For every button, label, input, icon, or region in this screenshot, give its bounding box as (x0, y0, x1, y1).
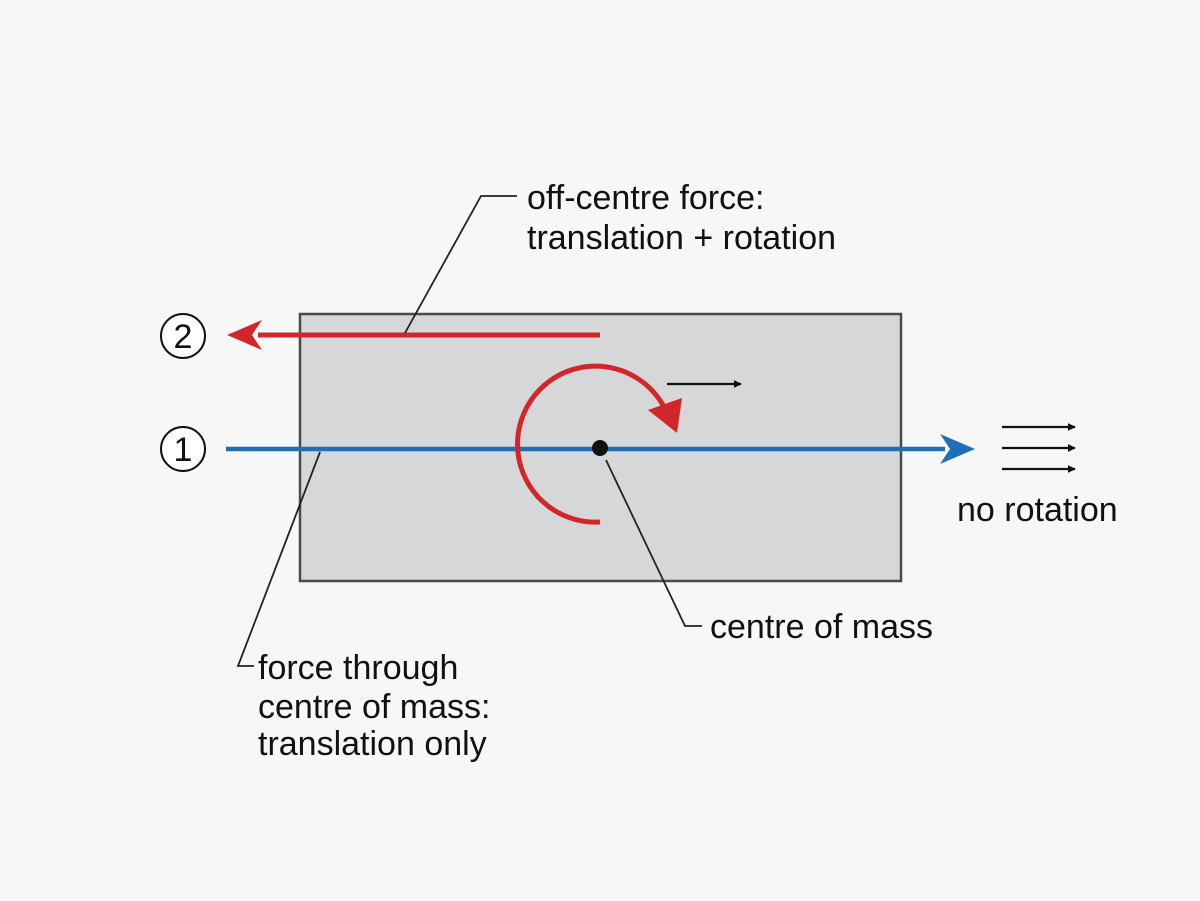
off-centre-label-line1: off-centre force: (527, 179, 765, 217)
through-com-label-line2: centre of mass: (258, 688, 490, 726)
force-1-number: 1 (174, 431, 193, 469)
force-2-marker: 2 (160, 313, 206, 359)
centre-of-mass-label: centre of mass (710, 608, 933, 646)
parallel-arrows-icon (1002, 423, 1076, 473)
leader-line-centre-of-mass (605, 459, 702, 627)
no-rotation-label: no rotation (957, 491, 1118, 529)
through-com-label-line1: force through (258, 649, 458, 687)
through-com-force-arrow (226, 434, 975, 464)
leader-line-off-centre (404, 195, 517, 334)
rotation-arrow (515, 363, 682, 525)
through-com-label-line3: translation only (258, 725, 487, 763)
leader-line-through-com (236, 451, 321, 667)
centre-of-mass-dot (592, 440, 608, 456)
force-1-marker: 1 (160, 426, 206, 472)
off-centre-force-arrow (227, 320, 600, 350)
off-centre-label-line2: translation + rotation (527, 219, 836, 257)
force-2-number: 2 (174, 318, 193, 356)
